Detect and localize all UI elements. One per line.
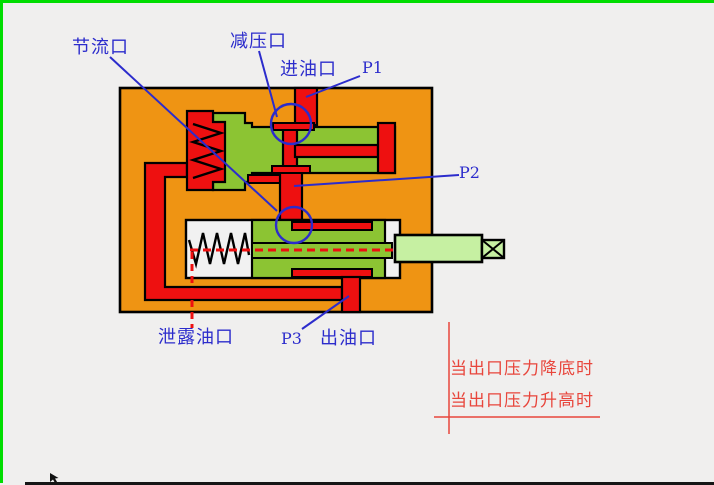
p1-leader-line (305, 75, 361, 98)
reducing-leader-line (258, 50, 278, 118)
label-inlet-port: 进油口 (280, 59, 337, 80)
spool-end-cap (376, 121, 397, 175)
throttle-port-circle (274, 205, 314, 245)
label-p2: P2 (459, 163, 480, 182)
load-symbol-cross-icon (481, 239, 505, 259)
label-outlet-port: 出油口 (320, 328, 377, 349)
spool-rod (293, 143, 380, 159)
label-throttle-port: 节流口 (72, 37, 129, 58)
label-leak-port: 泄露油口 (158, 327, 234, 348)
spool-bottom-flange (271, 165, 311, 174)
main-spool-land-top (291, 221, 373, 231)
throttle-leader-line (109, 56, 278, 212)
annotation-pressure-rise: 当出口压力升高时 (450, 391, 594, 411)
reducing-port-circle (269, 102, 313, 146)
actuator-rod (393, 233, 484, 264)
label-p1: P1 (362, 58, 383, 77)
annotation-pressure-drop: 当出口压力降底时 (450, 359, 594, 379)
green-frame-left (0, 0, 3, 483)
p3-leader-line (301, 295, 350, 330)
main-spool-land-bottom (291, 268, 373, 278)
label-reducing-port: 减压口 (230, 31, 287, 52)
spool-top-flange (272, 122, 315, 131)
bottom-black-bar (25, 482, 714, 485)
label-p3: P3 (281, 329, 302, 348)
mouse-cursor-icon (50, 473, 59, 483)
p2-leader-line (293, 174, 460, 187)
green-frame-top (0, 0, 714, 3)
pilot-spring (189, 122, 225, 180)
pilot-channel (247, 174, 282, 184)
outlet-pipe (340, 275, 362, 314)
spool-lower-stem (278, 170, 304, 223)
